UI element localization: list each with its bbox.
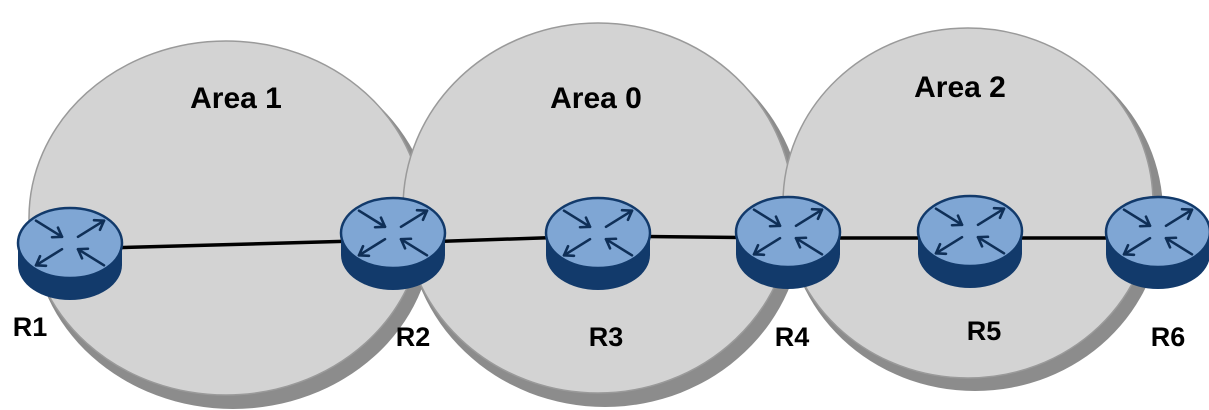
area-1-label: Area 1 (190, 82, 282, 115)
router-icon (734, 195, 842, 289)
router-icon (16, 206, 124, 300)
router-r2-label: R2 (396, 322, 431, 352)
router-arrows-icon (934, 206, 1006, 256)
router-arrows-icon (357, 208, 429, 258)
router-r4-label: R4 (775, 322, 810, 352)
router-top (1104, 195, 1209, 269)
router-r2: R2 (339, 196, 447, 352)
router-arrows-icon (562, 208, 634, 258)
router-r4: R4 (734, 195, 842, 352)
router-top (16, 206, 124, 280)
router-r6: R6 (1104, 195, 1209, 352)
router-arrows-icon (752, 207, 824, 257)
router-r5: R5 (916, 194, 1024, 346)
router-icon (544, 196, 652, 290)
router-r5-label: R5 (967, 316, 1002, 346)
routers-layer: R1 R2 R3 R4 R5 R6 (13, 194, 1209, 352)
router-top (734, 195, 842, 269)
router-icon (1104, 195, 1209, 289)
router-r6-label: R6 (1151, 322, 1186, 352)
router-r3-label: R3 (589, 322, 624, 352)
router-icon (916, 194, 1024, 288)
area-1: Area 1 (28, 40, 433, 409)
router-icon (339, 196, 447, 290)
areas-layer: Area 1 Area 0 Area 2 (28, 22, 1163, 409)
area-2-label: Area 2 (914, 71, 1006, 104)
area-0-label: Area 0 (550, 82, 642, 115)
router-top (544, 196, 652, 270)
router-r1: R1 (13, 206, 124, 342)
router-top (916, 194, 1024, 268)
router-r3: R3 (544, 196, 652, 352)
link-r1-r2 (69, 238, 394, 251)
router-r1-label: R1 (13, 312, 48, 342)
router-arrows-icon (1122, 207, 1194, 257)
router-top (339, 196, 447, 270)
router-arrows-icon (34, 218, 106, 268)
